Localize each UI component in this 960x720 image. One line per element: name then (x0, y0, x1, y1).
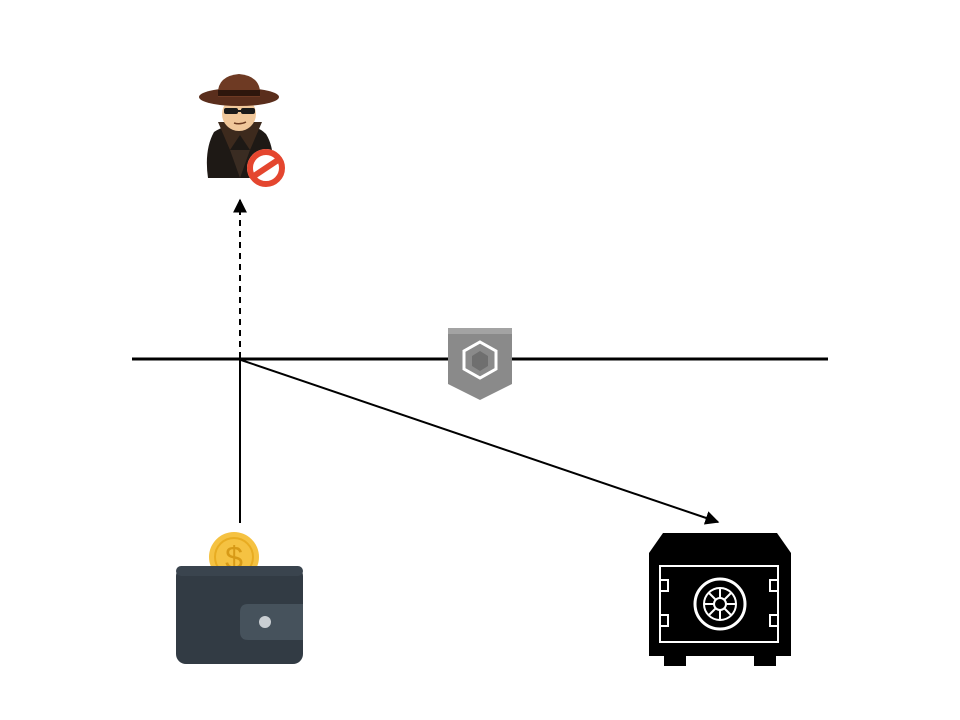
wallet-with-coin-icon: $ (176, 532, 303, 664)
safe-vault-icon (649, 533, 791, 666)
barrier-to-vault-edge (240, 359, 720, 525)
hexagon-shield-icon (448, 328, 512, 400)
blocked-spy-icon (199, 74, 285, 187)
